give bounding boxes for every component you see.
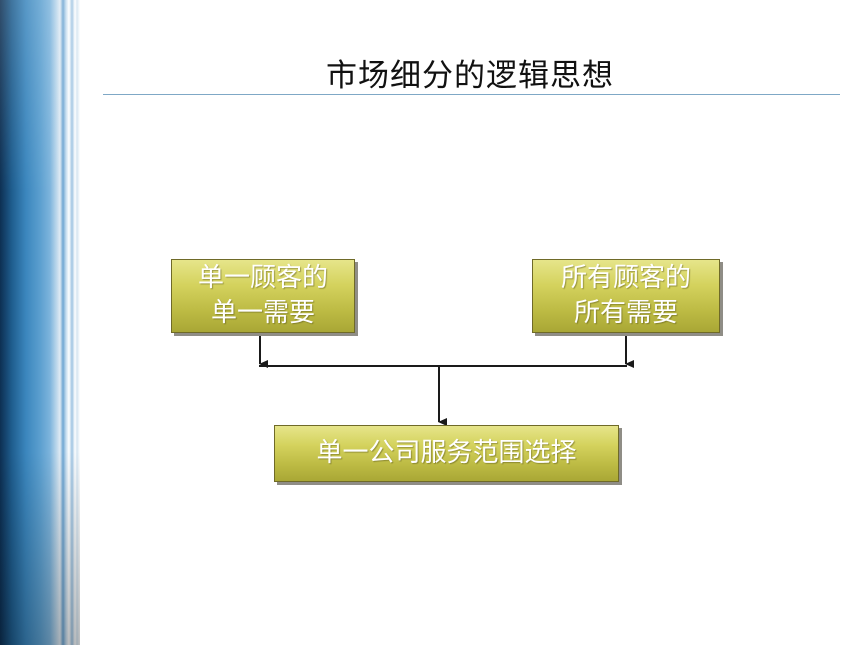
box-all-customers-needs: 所有顾客的 所有需要: [532, 259, 720, 333]
title-divider: [103, 94, 840, 95]
decorative-side-bar: [0, 0, 80, 645]
slide-title: 市场细分的逻辑思想: [326, 58, 614, 94]
box-single-customer-need: 单一顾客的 单一需要: [171, 259, 355, 333]
box-right-line1: 所有顾客的: [560, 263, 691, 293]
box-left-line2: 单一需要: [210, 298, 315, 328]
box-right-line2: 所有需要: [573, 298, 678, 328]
box-company-service-scope: 单一公司服务范围选择: [274, 425, 619, 482]
box-left-line1: 单一顾客的: [197, 263, 328, 293]
box-bottom-label: 单一公司服务范围选择: [316, 438, 577, 468]
